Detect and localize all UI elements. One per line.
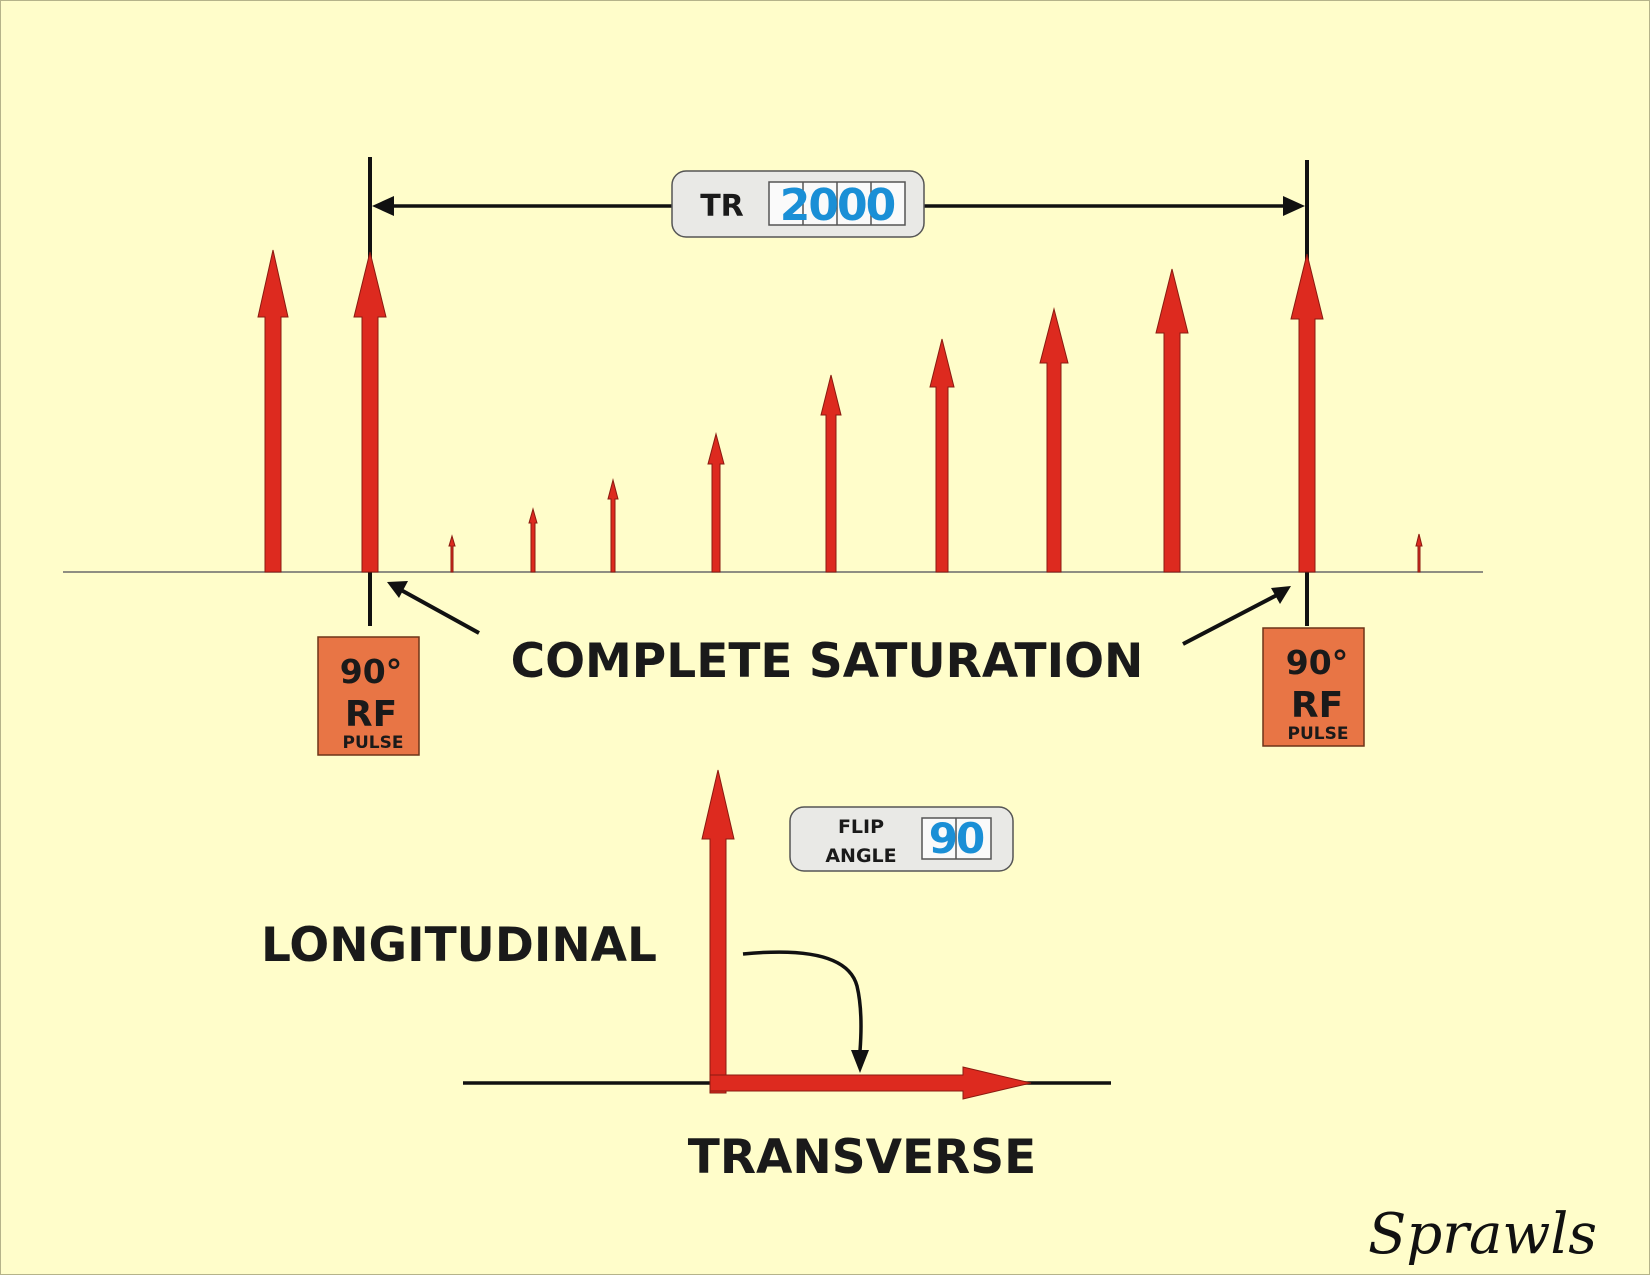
rf-pulse-right: 90° RF PULSE xyxy=(1262,627,1365,747)
magnetization-arrow xyxy=(448,534,456,573)
saturation-pointer-left-head xyxy=(387,581,408,598)
rf-pulse-left-rf: RF xyxy=(345,694,397,735)
magnetization-arrow xyxy=(929,338,955,573)
rf-pulse-left-pulse: PULSE xyxy=(343,733,404,753)
magnetization-arrow xyxy=(1415,533,1423,573)
complete-saturation-label: COMPLETE SATURATION xyxy=(511,634,1144,689)
flip-angle-badge: FLIP ANGLE 90 xyxy=(789,806,1014,872)
magnetization-arrow xyxy=(353,251,387,573)
magnetization-arrow xyxy=(1155,268,1189,573)
longitudinal-label: LONGITUDINAL xyxy=(261,918,657,973)
longitudinal-vector-arrow xyxy=(701,769,735,1094)
rf-pulse-left-degrees: 90° xyxy=(340,652,402,691)
magnetization-arrow xyxy=(607,478,619,573)
magnetization-arrow xyxy=(257,249,289,573)
tr-label: TR xyxy=(700,189,744,224)
magnetization-arrow xyxy=(1039,307,1069,573)
flip-angle-value: 90 xyxy=(929,814,984,863)
magnetization-arrows xyxy=(257,249,1423,573)
flip-curve-arrow xyxy=(742,950,863,1052)
flip-angle-label-line2: ANGLE xyxy=(825,845,896,867)
flip-angle-label-line1: FLIP xyxy=(838,816,884,838)
saturation-pointer-right-head xyxy=(1271,586,1291,604)
magnetization-arrow xyxy=(528,507,538,573)
flip-curve-arrowhead xyxy=(851,1050,869,1073)
signature: Sprawls xyxy=(1368,1202,1597,1267)
rf-pulse-right-degrees: 90° xyxy=(1286,643,1348,682)
magnetization-arrow xyxy=(820,374,842,573)
rf-pulse-left: 90° RF PULSE xyxy=(317,636,420,756)
rf-pulse-right-box xyxy=(1262,627,1365,747)
saturation-pointer-left xyxy=(400,588,480,635)
tr-arrowhead-right xyxy=(1283,196,1305,216)
rf-pulse-right-pulse: PULSE xyxy=(1288,724,1349,744)
transverse-label: TRANSVERSE xyxy=(688,1130,1036,1185)
magnetization-arrow xyxy=(1290,253,1324,573)
saturation-pointer-right xyxy=(1182,593,1278,646)
rf-pulse-right-rf: RF xyxy=(1291,685,1343,726)
magnetization-arrow xyxy=(707,432,725,573)
tr-value: 2000 xyxy=(780,180,895,231)
rf-pulse-left-box xyxy=(317,636,420,756)
transverse-vector-arrow xyxy=(709,1066,1032,1100)
tr-arrowhead-left xyxy=(372,196,394,216)
tr-badge: TR 2000 xyxy=(671,170,925,238)
